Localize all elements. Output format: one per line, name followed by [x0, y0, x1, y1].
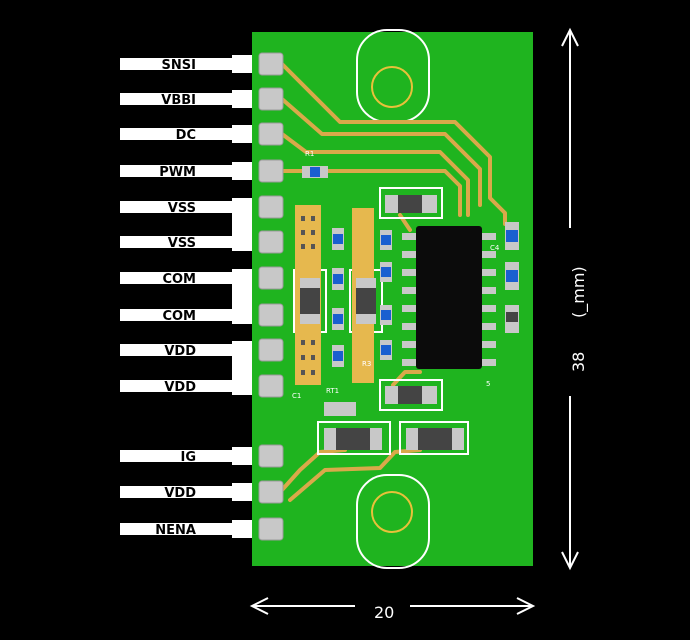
- strip-pads: [301, 216, 315, 375]
- silk-r3: R3: [362, 360, 371, 368]
- pin-lead: [120, 165, 234, 177]
- pin-lead: [120, 380, 234, 392]
- dimension-height-value: 38: [569, 352, 588, 372]
- pin-label: NENA: [155, 523, 196, 538]
- pin-label: VDD: [164, 486, 196, 501]
- pin-lead: [120, 236, 234, 248]
- pin-label: PWM: [159, 165, 196, 180]
- pin-label: VSS: [168, 201, 196, 216]
- pin-lead: [120, 93, 234, 105]
- pin-lead: [120, 450, 234, 462]
- pin-pad: [258, 338, 284, 362]
- pin-label: DC: [176, 128, 196, 143]
- pin-lead: [120, 58, 234, 70]
- ic-pads: [402, 233, 496, 366]
- dimension-width-value: 20: [374, 603, 394, 622]
- silk-c1: C1: [292, 392, 301, 400]
- pin-housing: [232, 520, 252, 538]
- copper-traces: [280, 62, 507, 502]
- mounting-slot-bottom: [356, 474, 430, 569]
- silk-c4: C4: [490, 244, 500, 252]
- pin-label: VDD: [164, 344, 196, 359]
- pin-label: COM: [162, 272, 196, 287]
- pin-housing: [232, 341, 252, 395]
- pin-housing: [232, 447, 252, 465]
- pin-housing: [232, 162, 252, 180]
- mounting-hole-bottom: [371, 491, 413, 533]
- pin-label: VDD: [164, 380, 196, 395]
- pin-pad: [258, 303, 284, 327]
- pin-lead: [120, 309, 234, 321]
- pin-housing: [232, 55, 252, 73]
- pin-pad: [258, 480, 284, 504]
- dimension-width: [249, 597, 536, 615]
- dimension-height-unit: (_mm): [569, 266, 589, 318]
- pin-label: SNSI: [162, 58, 196, 73]
- pin-lead: [120, 272, 234, 284]
- pin-pad: [258, 195, 284, 219]
- pin-housing: [232, 198, 252, 251]
- mounting-hole-top: [371, 66, 413, 108]
- pin-label: COM: [162, 309, 196, 324]
- pin-lead: [120, 523, 234, 535]
- pin-lead: [120, 486, 234, 498]
- pin-pad: [258, 517, 284, 541]
- pin-label: IG: [180, 450, 196, 465]
- pin-housing: [232, 483, 252, 501]
- pin-pad: [258, 266, 284, 290]
- pin-housing: [232, 269, 252, 324]
- connector-pins: SNSI VBBI DC PWM VSS VSS COM COM VDD VDD IG VDD NENA: [120, 52, 284, 541]
- pin-label: VBBI: [161, 93, 196, 108]
- pin-lead: [120, 344, 234, 356]
- pin-pad: [258, 52, 284, 76]
- pin-pad: [258, 230, 284, 254]
- pin-pad: [258, 374, 284, 398]
- silk-r1: R1: [305, 150, 314, 158]
- pin-label: VSS: [168, 236, 196, 251]
- silk-u1: 5: [486, 380, 490, 388]
- pin-pad: [258, 159, 284, 183]
- pin-housing: [232, 90, 252, 108]
- silk-rt1: RT1: [326, 387, 339, 395]
- dimension-height: [561, 27, 579, 571]
- pin-lead: [120, 201, 234, 213]
- pin-pad: [258, 87, 284, 111]
- pin-pad: [258, 444, 284, 468]
- pin-lead: [120, 128, 234, 140]
- pin-housing: [232, 125, 252, 143]
- main-ic-chip: [416, 226, 482, 369]
- smd-components: [300, 166, 519, 450]
- pin-pad: [258, 122, 284, 146]
